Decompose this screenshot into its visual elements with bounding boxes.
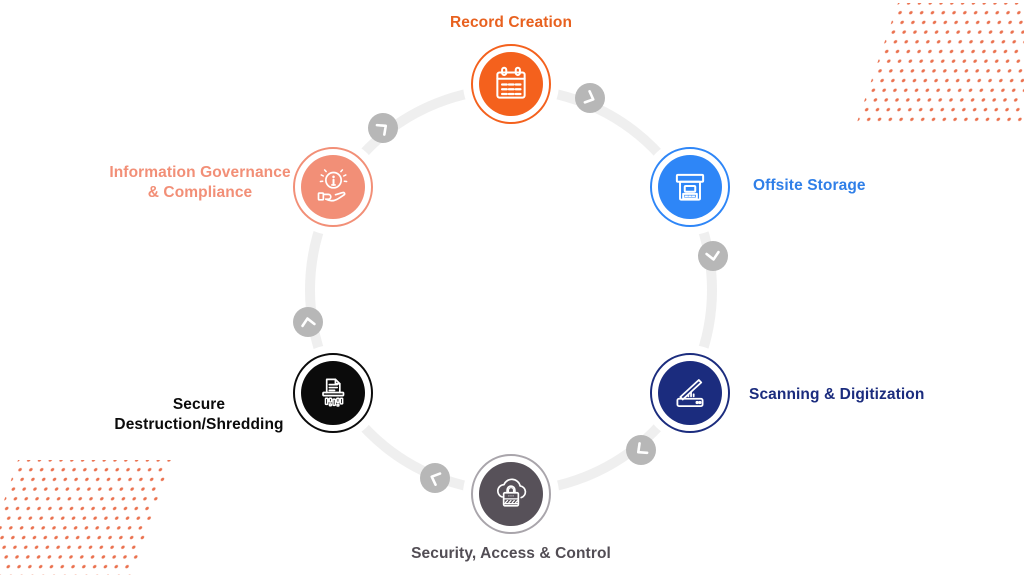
record-creation-disc: [479, 52, 543, 116]
node-information-governance-compliance: [293, 147, 373, 227]
node-security-access-control: [471, 454, 551, 534]
flow-arrow-6: [368, 113, 398, 143]
cloud-lock-icon: [497, 478, 527, 507]
label-secure-destruction-shredding: Secure Destruction/Shredding: [114, 395, 283, 435]
calendar-icon: [496, 66, 526, 99]
node-offsite-storage: [650, 147, 730, 227]
flow-arrow-2: [698, 241, 728, 271]
chevron-icon: [375, 123, 388, 136]
secure-destruction-disc: [301, 361, 365, 425]
chevron-icon: [430, 472, 442, 486]
flow-arrow-1: [575, 83, 605, 113]
flow-arrow-3: [626, 435, 656, 465]
flow-arrow-4: [420, 463, 450, 493]
security-access-control-disc: [479, 462, 543, 526]
flow-arrow-5: [293, 307, 323, 337]
label-security-access-control: Security, Access & Control: [411, 545, 611, 562]
label-information-governance-compliance: Information Governance & Compliance: [109, 163, 290, 203]
storage-box-icon: [675, 173, 705, 201]
label-information-governance-line1: Information Governance: [109, 164, 291, 181]
offsite-storage-disc: [658, 155, 722, 219]
label-secure-destruction-line1: Secure: [172, 396, 226, 413]
chevron-icon: [636, 442, 649, 455]
label-record-creation: Record Creation: [449, 14, 573, 31]
node-record-creation: [471, 44, 551, 124]
scanning-digitization-disc: [658, 361, 722, 425]
label-scanning-digitization: Scanning & Digitization: [749, 386, 925, 403]
chevron-icon: [583, 90, 595, 104]
info-hand-icon: [317, 169, 348, 202]
lifecycle-track-circle: [305, 84, 717, 496]
scanner-icon: [676, 379, 704, 408]
node-scanning-digitization: [650, 353, 730, 433]
chevron-icon: [301, 317, 316, 328]
chevron-icon: [705, 250, 720, 261]
node-secure-destruction-shredding: [293, 353, 373, 433]
label-secure-destruction-line2: Destruction/Shredding: [114, 416, 284, 434]
dot-pattern-top-right: [856, 3, 1024, 124]
label-information-governance-line2: & Compliance: [147, 184, 253, 202]
information-governance-disc: [301, 155, 365, 219]
document-shredder-icon: [322, 378, 345, 407]
label-offsite-storage: Offsite Storage: [753, 177, 866, 194]
dot-pattern-bottom-left: [0, 460, 171, 575]
